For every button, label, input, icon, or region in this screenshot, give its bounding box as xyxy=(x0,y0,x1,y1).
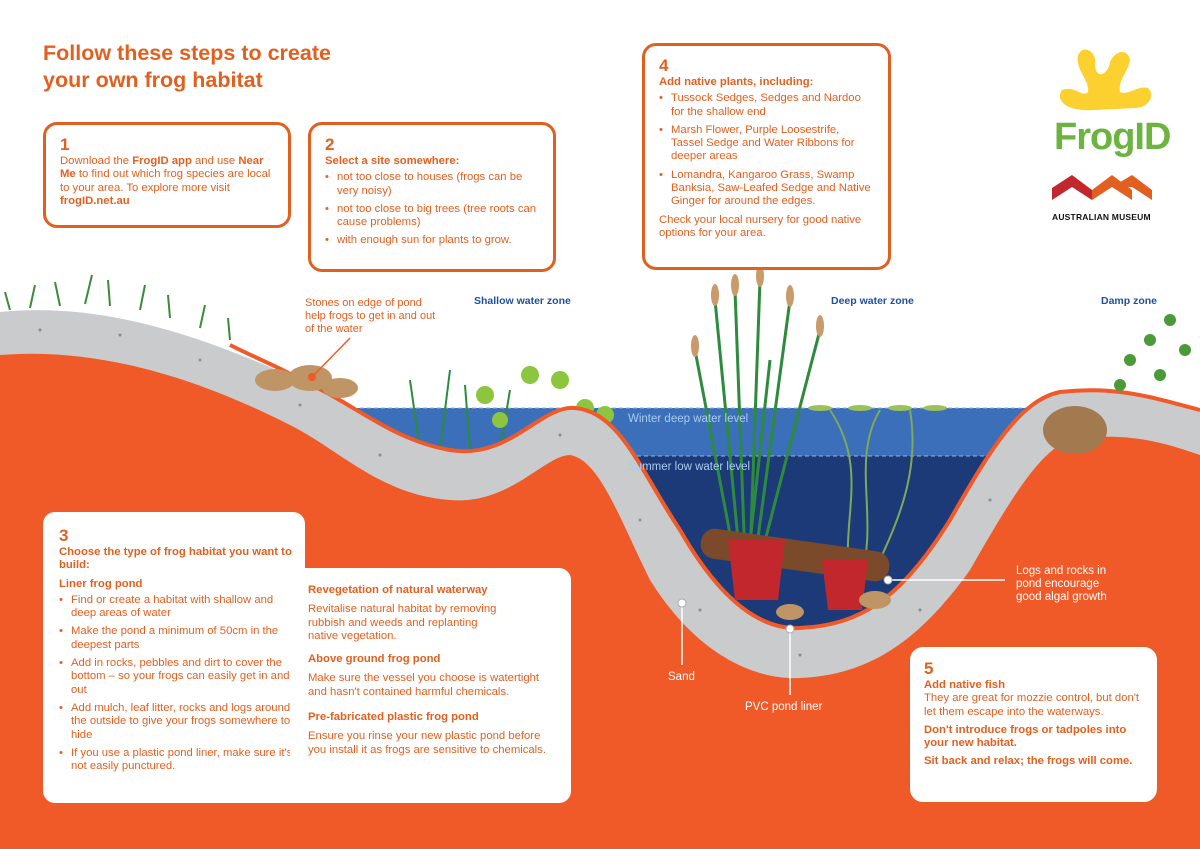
step-2-list: not too close to houses (frogs can be ve… xyxy=(325,171,539,248)
step-number: 3 xyxy=(59,526,69,545)
logs-rocks-label: Logs and rocks in pond encourage good al… xyxy=(1016,565,1107,603)
list-item: If you use a plastic pond liner, make su… xyxy=(59,747,295,774)
gravel-specks xyxy=(38,328,1102,657)
step-4-card: 4 Add native plants, including: Tussock … xyxy=(642,43,891,270)
step-4-heading: Add native plants, including: xyxy=(659,76,814,88)
pond-liner xyxy=(229,343,1200,631)
revegetation-text: Revitalise natural habitat by removing r… xyxy=(308,603,497,642)
step-1-card: 1 Download the FrogID app and use Near M… xyxy=(43,122,291,228)
summer-level-label: Summer low water level xyxy=(628,461,751,473)
step-5-closing: Sit back and relax; the frogs will come. xyxy=(924,755,1133,768)
frogid-logo-icon xyxy=(1059,49,1152,111)
list-item: with enough sun for plants to grow. xyxy=(325,234,539,248)
deep-zone-label: Deep water zone xyxy=(831,295,914,307)
step-number: 5 xyxy=(924,659,934,678)
step-1-text: and use xyxy=(191,155,239,167)
frogid-app-text: FrogID app xyxy=(132,155,192,167)
list-item: not too close to houses (frogs can be ve… xyxy=(325,171,539,198)
above-ground-text: Make sure the vessel you choose is water… xyxy=(308,672,540,698)
list-item: Find or create a habitat with shallow an… xyxy=(59,594,295,621)
damp-zone-label: Damp zone xyxy=(1101,295,1158,307)
title-line-2: your own frog habitat xyxy=(43,68,263,92)
logs-and-pots xyxy=(700,528,891,620)
pond-liner-label: PVC pond liner xyxy=(745,701,823,713)
frogid-website-link[interactable]: frogID.net.au xyxy=(60,194,130,207)
frogid-logo-text: FrogID xyxy=(1054,116,1171,158)
edge-stones xyxy=(255,365,358,398)
step-1-text: to find out which frog species are local… xyxy=(60,168,271,194)
reeds xyxy=(693,279,822,561)
list-item: Marsh Flower, Purple Loosestrife, Tassel… xyxy=(659,124,874,164)
step-number: 1 xyxy=(60,135,70,154)
step-1-text: Download the xyxy=(60,155,133,167)
step-5-warning: Don't introduce frogs or tadpoles into y… xyxy=(924,723,1127,750)
step-number: 2 xyxy=(325,135,335,154)
australian-museum-logo-icon xyxy=(1052,175,1152,200)
list-item: Tussock Sedges, Sedges and Nardoo for th… xyxy=(659,92,874,119)
revegetation-heading: Revegetation of natural waterway xyxy=(308,584,488,596)
floating-leaves xyxy=(808,405,947,411)
step-number: 4 xyxy=(659,56,669,75)
callout-dots xyxy=(677,575,893,634)
step-2-card: 2 Select a site somewhere: not too close… xyxy=(308,122,556,272)
above-ground-heading: Above ground frog pond xyxy=(308,653,441,666)
damp-zone-rock xyxy=(1043,406,1107,454)
list-item: not too close to big trees (tree roots c… xyxy=(325,203,539,230)
stones-pointer-line xyxy=(311,337,351,378)
stones-label: Stones on edge of pond help frogs to get… xyxy=(305,297,436,335)
list-item: Lomandra, Kangaroo Grass, Swamp Banksia,… xyxy=(659,169,874,209)
liner-pond-list: Find or create a habitat with shallow an… xyxy=(59,594,295,774)
step-4-list: Tussock Sedges, Sedges and Nardoo for th… xyxy=(659,92,874,208)
callout-pointers xyxy=(681,579,1005,695)
liner-pond-heading: Liner frog pond xyxy=(59,577,143,590)
step-5-text: They are great for mozzie control, but d… xyxy=(924,692,1140,718)
step-3-card: 3 Choose the type of frog habitat you wa… xyxy=(43,512,305,803)
reed-seedheads xyxy=(691,265,824,357)
step-2-heading: Select a site somewhere: xyxy=(325,155,460,167)
step-5-card: 5 Add native fish They are great for moz… xyxy=(909,646,1158,803)
step-3-heading: Choose the type of frog habitat you want… xyxy=(59,546,292,572)
australian-museum-logo-text: AUSTRALIAN MUSEUM xyxy=(1052,212,1151,222)
damp-zone-plants xyxy=(1114,314,1191,391)
list-item: Add mulch, leaf litter, rocks and logs a… xyxy=(59,702,295,742)
prefab-heading: Pre-fabricated plastic frog pond xyxy=(308,711,479,724)
grass-left xyxy=(4,274,231,341)
step-4-footer: Check your local nursery for good native… xyxy=(659,213,862,239)
near-me-text: Near Me xyxy=(60,155,264,181)
step-5-heading: Add native fish xyxy=(924,679,1005,691)
list-item: Add in rocks, pebbles and dirt to cover … xyxy=(59,657,295,697)
list-item: Make the pond a minimum of 50cm in the d… xyxy=(59,625,295,652)
step-3-card-continued: Revegetation of natural waterway Revital… xyxy=(290,568,571,803)
sand-label: Sand xyxy=(668,671,695,683)
shallow-zone-label: Shallow water zone xyxy=(474,295,571,307)
title-line-1: Follow these steps to create xyxy=(43,41,331,65)
prefab-text: Ensure you rinse your new plastic pond b… xyxy=(308,730,546,756)
page-title: Follow these steps to create your own fro… xyxy=(43,40,331,94)
winter-level-label: Winter deep water level xyxy=(628,413,749,425)
